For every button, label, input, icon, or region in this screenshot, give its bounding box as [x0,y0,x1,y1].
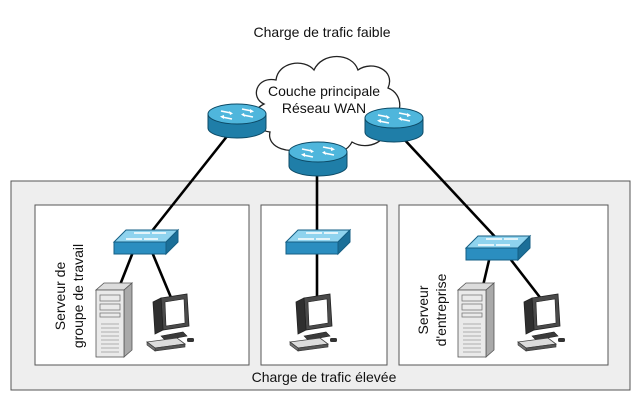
server-tower-icon[interactable] [457,282,495,358]
wan-label: Réseau WAN [282,100,366,116]
link-router-right-switch-right [401,136,499,241]
link-switch-left-workstation [150,251,174,301]
bottom-load-label: Charge de trafic élevée [252,369,397,385]
enterprise-server-label-2: d'entreprise [433,273,449,346]
switch-icon[interactable] [465,235,531,261]
workgroup-server-label-1: Serveur de [52,262,68,331]
link-router-left-switch-left [146,129,234,237]
workgroup-server-label-2: groupe de travail [70,244,86,348]
link-switch-right-workstation [506,255,544,301]
server-tower-icon[interactable] [95,282,133,358]
switch-icon[interactable] [113,229,179,255]
enterprise-server-label-1: Serveur [415,285,431,334]
top-load-label: Charge de trafic faible [254,24,391,40]
router-icon[interactable] [288,141,348,177]
core-layer-label: Couche principale [268,83,380,99]
switch-icon[interactable] [285,229,351,255]
panel-enterprise [398,204,609,366]
router-icon[interactable] [364,107,424,143]
router-icon[interactable] [207,103,267,139]
